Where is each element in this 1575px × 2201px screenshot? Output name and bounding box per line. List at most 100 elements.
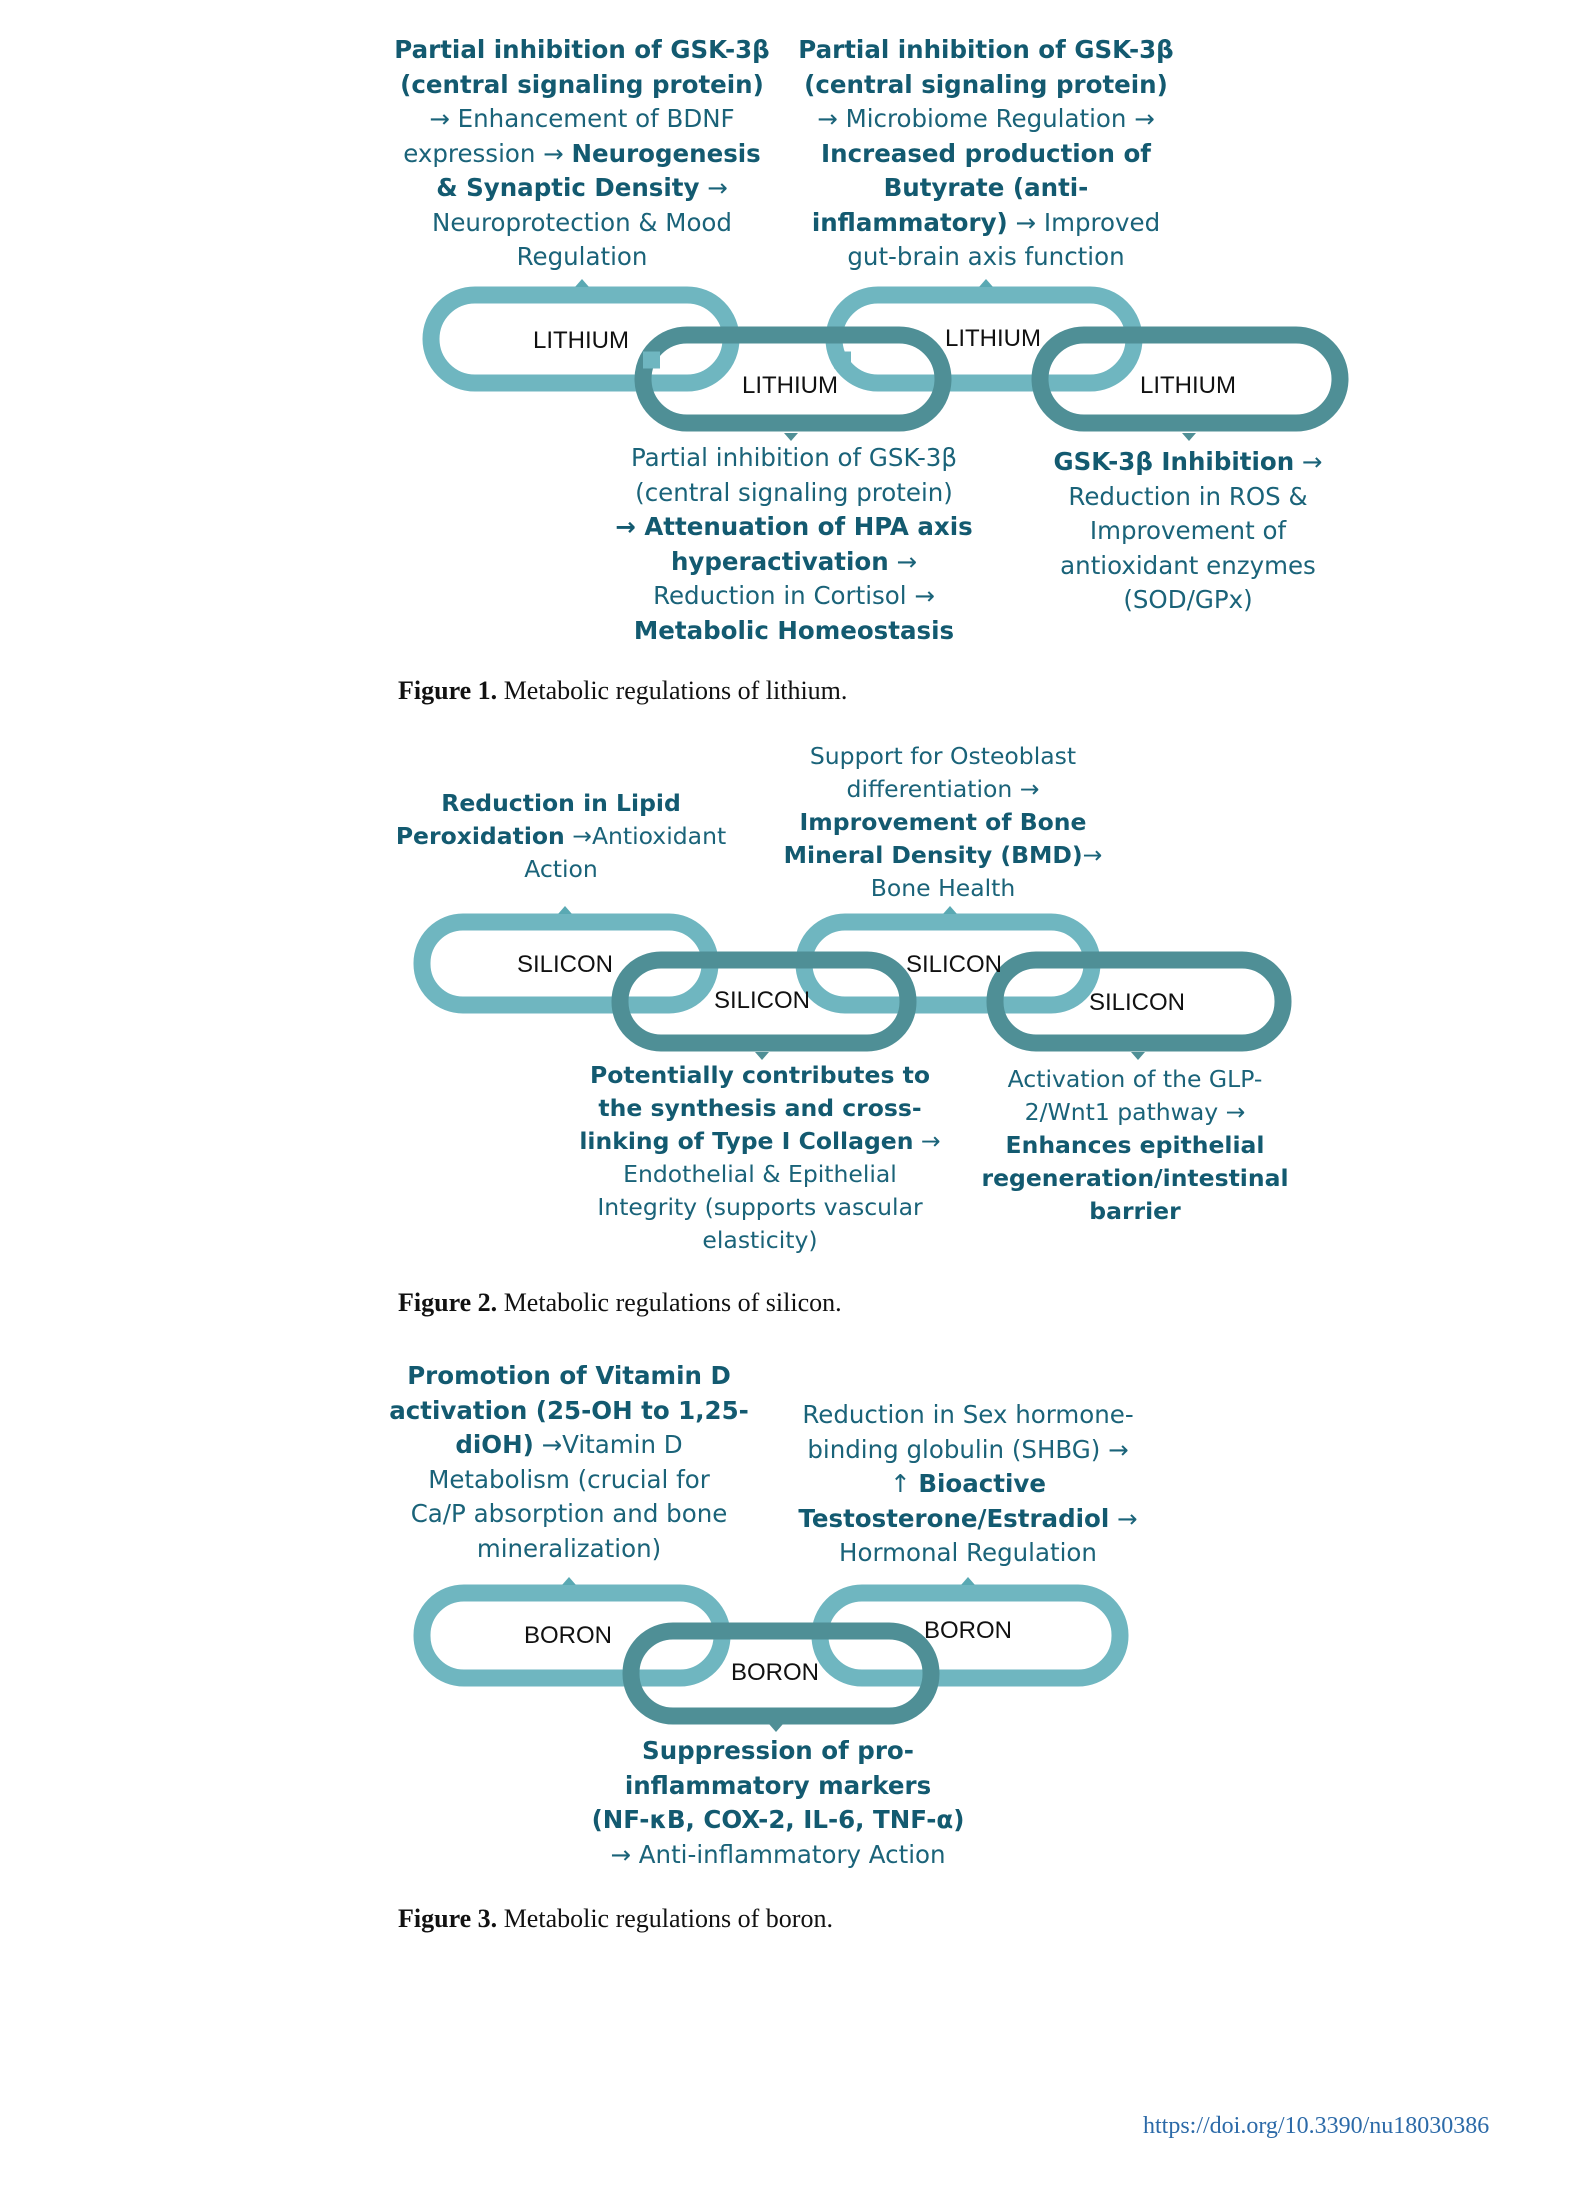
note-line: Improvement of: [1054, 514, 1323, 549]
note-line: Metabolism (crucial for: [389, 1463, 749, 1498]
pointer-up-1: [558, 906, 572, 914]
note-line: Reduction in Lipid: [396, 787, 726, 820]
chain-link-2: [611, 951, 917, 1052]
note-hpa-axis: Partial inhibition of GSK-3β (central sig…: [615, 441, 972, 648]
note-bold-text: Partial inhibition of GSK-3β: [394, 35, 770, 64]
caption-text: Metabolic regulations of boron.: [497, 1904, 833, 1933]
note-line: Support for Osteoblast: [784, 740, 1103, 773]
note-line: gut-brain axis function: [798, 240, 1173, 275]
note-line: diOH) →Vitamin D: [389, 1428, 749, 1463]
figure-1-caption: Figure 1. Metabolic regulations of lithi…: [398, 676, 847, 706]
note-text: Hormonal Regulation: [839, 1538, 1097, 1567]
note-text: Reduction in Sex hormone-: [802, 1400, 1134, 1429]
note-line: Metabolic Homeostasis: [615, 614, 972, 649]
chain-link-label-4: SILICON: [1089, 989, 1185, 1016]
note-line: (central signaling protein): [394, 68, 769, 103]
note-line: differentiation →: [784, 773, 1103, 806]
note-line: GSK-3β Inhibition →: [1054, 445, 1323, 480]
note-line: & Synaptic Density →: [394, 171, 769, 206]
note-line: antioxidant enzymes: [1054, 549, 1323, 584]
note-shbg: Reduction in Sex hormone-binding globuli…: [798, 1398, 1137, 1571]
note-line: inflammatory) → Improved: [798, 206, 1173, 241]
note-bold-text: Neurogenesis: [571, 138, 761, 168]
note-bold-text: (central signaling protein): [400, 69, 764, 99]
note-bold-text: Bioactive: [918, 1469, 1046, 1498]
pointer-up-1: [575, 279, 589, 287]
figure-2-caption: Figure 2. Metabolic regulations of silic…: [398, 1288, 842, 1318]
pointer-down-3: [769, 1724, 783, 1732]
note-bold-text: Potentially contributes to: [590, 1061, 930, 1089]
pointer-up-2: [943, 906, 957, 914]
note-text: →Antioxidant: [564, 822, 727, 850]
note-line: Integrity (supports vascular: [579, 1191, 940, 1224]
note-line: Neuroprotection & Mood: [394, 206, 769, 241]
note-text: → Enhancement of BDNF: [429, 104, 735, 133]
chain-link-label-3: LITHIUM: [945, 325, 1041, 352]
note-line: Ca/P absorption and bone: [389, 1497, 749, 1532]
note-anti-inflammatory: Suppression of pro-inflammatory markers(…: [592, 1734, 965, 1872]
note-line: Suppression of pro-: [592, 1734, 965, 1769]
note-text: Neuroprotection & Mood: [432, 207, 732, 237]
pointer-down-3: [755, 1052, 769, 1060]
note-text: Partial inhibition of GSK-3β: [630, 443, 958, 472]
note-bold-text: activation (25-OH to 1,25-: [389, 1395, 749, 1425]
note-text: gut-brain axis function: [847, 242, 1125, 271]
note-text: Ca/P absorption and bone: [410, 1499, 728, 1528]
note-bold-text: inflammatory): [811, 207, 1008, 237]
note-line: → Attenuation of HPA axis: [615, 510, 972, 545]
note-line: Partial inhibition of GSK-3β: [798, 33, 1173, 68]
note-line: Bone Health: [784, 872, 1103, 905]
note-text: expression →: [403, 138, 572, 168]
note-text: Endothelial & Epithelial: [623, 1160, 897, 1188]
doi-link[interactable]: https://doi.org/10.3390/nu18030386: [1143, 2113, 1490, 2139]
pointer-down-4: [1131, 1052, 1145, 1060]
note-bold-text: Improvement of Bone: [799, 808, 1087, 836]
chain-link-label-1: BORON: [524, 1622, 612, 1649]
note-text: ↑: [890, 1469, 919, 1498]
note-neurogenesis: Partial inhibition of GSK-3β (central sig…: [394, 33, 769, 275]
chain-link-label-2: SILICON: [714, 987, 810, 1014]
chain-link-label-4: LITHIUM: [1140, 372, 1236, 399]
note-bold-text: (central signaling protein): [804, 69, 1168, 99]
figure-3-boron: BORON BORON BORON Promotion of Vitamin D…: [389, 1361, 1137, 1933]
note-line: Endothelial & Epithelial: [579, 1158, 940, 1191]
note-line: barrier: [981, 1195, 1288, 1228]
figure-2-silicon: SILICON SILICON SILICON SILICON Reductio…: [396, 740, 1292, 1318]
note-line: (central signaling protein): [615, 476, 972, 511]
note-text: (SOD/GPx): [1123, 585, 1253, 614]
note-line: (central signaling protein): [798, 68, 1173, 103]
note-line: Activation of the GLP-: [981, 1063, 1288, 1096]
pointer-down-4: [1182, 433, 1196, 441]
note-line: linking of Type I Collagen →: [579, 1125, 940, 1158]
note-line: → Anti-inflammatory Action: [592, 1838, 965, 1873]
note-line: Reduction in Cortisol →: [615, 579, 972, 614]
note-text: 2/Wnt1 pathway →: [1024, 1098, 1246, 1126]
note-line: Mineral Density (BMD)→: [784, 839, 1103, 872]
caption-label: Figure 2.: [398, 1288, 498, 1317]
note-bold-text: Mineral Density (BMD): [783, 841, 1083, 869]
note-text: →: [699, 173, 728, 202]
note-bold-text: the synthesis and cross-: [598, 1094, 922, 1122]
note-bold-text: Increased production of: [821, 138, 1151, 168]
note-text: binding globulin (SHBG) →: [807, 1434, 1129, 1464]
note-bold-text: Reduction in Lipid: [441, 789, 681, 817]
note-bold-text: linking of Type I Collagen: [579, 1127, 914, 1155]
note-bold-text: GSK-3β Inhibition: [1053, 447, 1295, 476]
note-text: →: [1109, 1503, 1138, 1533]
note-bold-text: Peroxidation: [395, 822, 565, 850]
chain-link-label-3: SILICON: [906, 951, 1002, 978]
note-bold-text: Enhances epithelial: [1005, 1131, 1265, 1159]
note-line: 2/Wnt1 pathway →: [981, 1096, 1288, 1129]
pointer-up-2: [979, 279, 993, 287]
note-text: →Vitamin D: [533, 1430, 683, 1459]
note-line: Improvement of Bone: [784, 806, 1103, 839]
note-text: →: [1082, 841, 1103, 869]
chain-link-label-2: BORON: [731, 1659, 819, 1686]
note-line: Regulation: [394, 240, 769, 275]
note-line: Action: [396, 853, 726, 886]
chain-link-2: [634, 326, 952, 432]
note-line: → Microbiome Regulation →: [798, 102, 1173, 137]
caption-label: Figure 3.: [398, 1904, 498, 1933]
note-bold-text: diOH): [455, 1430, 534, 1459]
